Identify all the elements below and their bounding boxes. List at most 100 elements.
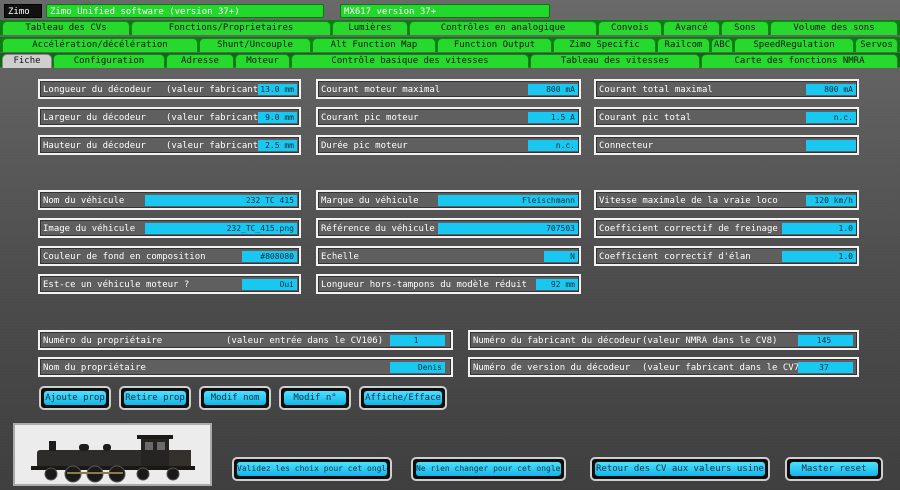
value-motor-current-peak[interactable]: 1.5 A [528,112,578,123]
validate-tab-button[interactable]: Validez les choix pour cet onglet [232,457,392,481]
field-is-motor-vehicle: Est-ce un véhicule moteur ? Oui [38,274,301,294]
label-momentum-coefficient: Coefficient correctif d'élan [599,252,751,262]
add-owner-button[interactable]: Ajoute prop [39,386,111,410]
note-decoder-width: (valeur fabricant) [166,113,264,123]
tab-controle-basique-vitesses[interactable]: Contrôle basique des vitesses [291,54,529,68]
value-total-current-peak[interactable]: n.c. [806,112,856,123]
value-background-color[interactable]: #808080 [242,251,297,262]
edit-name-button-label: Modif nom [204,391,266,405]
tab-carte-fonctions-nmra[interactable]: Carte des fonctions NMRA [701,54,898,68]
tab-acceleration[interactable]: Accélération/décélération [2,38,198,52]
label-background-color: Couleur de fond en composition [43,252,206,262]
label-decoder-length: Longueur du décodeur [43,85,152,95]
tab-abc[interactable]: ABC [711,38,733,52]
tab-speed-regulation[interactable]: SpeedRegulation [734,38,854,52]
master-reset-button[interactable]: Master reset [785,457,883,481]
value-vehicle-name[interactable]: 232 TC 415 [145,195,297,206]
field-manufacturer-number: Numéro du fabricant du décodeur (valeur … [468,330,859,350]
label-decoder-version: Numéro de version du décodeur [473,363,631,373]
value-motor-current-max[interactable]: 800 mA [528,84,578,95]
field-braking-coefficient: Coefficient correctif de freinage 1.0 [594,218,859,238]
value-total-current-max[interactable]: 800 mA [806,84,856,95]
field-max-speed: Vitesse maximale de la vraie loco 120 km… [594,190,859,210]
value-owner-number[interactable]: 1 [390,335,445,346]
tab-moteur[interactable]: Moteur [235,54,290,68]
field-scale: Echelle N [316,246,581,266]
label-owner-number: Numéro du propriétaire [43,336,163,346]
tab-servos[interactable]: Servos [855,38,898,52]
value-braking-coefficient[interactable]: 1.0 [782,223,856,234]
value-model-length[interactable]: 92 mm [536,279,578,290]
edit-number-button[interactable]: Modif n° [279,386,351,410]
value-decoder-width[interactable]: 9.0 mm [258,112,297,123]
value-motor-peak-duration[interactable]: n.c. [528,140,578,151]
tab-sons[interactable]: Sons [721,21,769,35]
label-owner-name: Nom du propriétaire [43,363,146,373]
tab-convois[interactable]: Convois [598,21,662,35]
value-decoder-length[interactable]: 13.0 mm [258,84,297,95]
label-max-speed: Vitesse maximale de la vraie loco [599,196,778,206]
field-decoder-length: Longueur du décodeur (valeur fabricant) … [38,79,301,99]
factory-reset-cv-button-label: Retour des CV aux valeurs usine [595,462,765,476]
vehicle-image-preview [13,423,212,486]
value-connector[interactable] [806,140,856,151]
field-total-current-peak: Courant pic total n.c. [594,107,859,127]
value-vehicle-brand[interactable]: Fleischmann [438,195,578,206]
value-vehicle-image[interactable]: 232_TC_415.png [145,223,297,234]
discard-tab-changes-button[interactable]: Ne rien changer pour cet onglet [411,457,566,481]
tab-function-output[interactable]: Function Output [437,38,552,52]
note-decoder-version: (valeur fabricant dans le CV7) [642,363,805,373]
tab-controles-analogique[interactable]: Contrôles en analogique [409,21,597,35]
remove-owner-button[interactable]: Retire prop [119,386,191,410]
field-decoder-width: Largeur du décodeur (valeur fabricant) 9… [38,107,301,127]
label-scale: Echelle [321,252,359,262]
validate-tab-button-label: Validez les choix pour cet onglet [237,462,387,476]
label-braking-coefficient: Coefficient correctif de freinage [599,224,778,234]
field-decoder-height: Hauteur du décodeur (valeur fabricant) 2… [38,135,301,155]
software-version-label: Zimo Unified software (version 37+) [46,4,324,18]
label-manufacturer-number: Numéro du fabricant du décodeur [473,336,641,346]
edit-name-button[interactable]: Modif nom [199,386,271,410]
label-vehicle-image: Image du véhicule [43,224,136,234]
value-vehicle-reference[interactable]: 707503 [438,223,578,234]
tab-tableau-vitesses[interactable]: Tableau des vitesses [530,54,700,68]
show-hide-button-label: Affiche/Efface [364,391,442,405]
value-manufacturer-number[interactable]: 145 [798,335,853,346]
value-is-motor-vehicle[interactable]: Oui [242,279,297,290]
tab-railcom[interactable]: Railcom [657,38,710,52]
value-decoder-version[interactable]: 37 [798,362,853,373]
show-hide-button[interactable]: Affiche/Efface [359,386,447,410]
locomotive-icon [23,430,203,484]
tab-configuration[interactable]: Configuration [53,54,165,68]
label-vehicle-name: Nom du véhicule [43,196,125,206]
edit-number-button-label: Modif n° [284,391,346,405]
value-owner-name[interactable]: Denis [390,362,445,373]
tab-tableau-cvs[interactable]: Tableau des CVs [2,21,130,35]
tab-fonctions-proprietaires[interactable]: Fonctions/Proprietaires [131,21,331,35]
remove-owner-button-label: Retire prop [124,391,186,405]
decoder-version-label: MX617 version 37+ [340,4,550,18]
tab-shunt-uncouple[interactable]: Shunt/Uncouple [199,38,311,52]
field-vehicle-image: Image du véhicule 232_TC_415.png [38,218,301,238]
note-decoder-height: (valeur fabricant) [166,141,264,151]
field-owner-number: Numéro du propriétaire (valeur entrée da… [38,330,453,350]
field-motor-peak-duration: Durée pic moteur n.c. [316,135,581,155]
tab-volume-sons[interactable]: Volume des sons [770,21,898,35]
tab-zimo-specific[interactable]: Zimo Specific [553,38,656,52]
factory-reset-cv-button[interactable]: Retour des CV aux valeurs usine [590,457,770,481]
field-owner-name: Nom du propriétaire Denis [38,357,453,377]
value-decoder-height[interactable]: 2.5 mm [258,140,297,151]
note-owner-number: (valeur entrée dans le CV106) [226,336,384,346]
tab-fiche[interactable]: Fiche [2,54,52,68]
label-decoder-height: Hauteur du décodeur [43,141,146,151]
value-scale[interactable]: N [544,251,578,262]
value-max-speed[interactable]: 120 km/h [806,195,856,206]
tab-avance[interactable]: Avancé [663,21,720,35]
field-vehicle-name: Nom du véhicule 232 TC 415 [38,190,301,210]
tab-alt-function-map[interactable]: Alt Function Map [312,38,436,52]
tab-lumieres[interactable]: Lumières [332,21,408,35]
field-momentum-coefficient: Coefficient correctif d'élan 1.0 [594,246,859,266]
value-momentum-coefficient[interactable]: 1.0 [782,251,856,262]
tab-adresse[interactable]: Adresse [166,54,234,68]
